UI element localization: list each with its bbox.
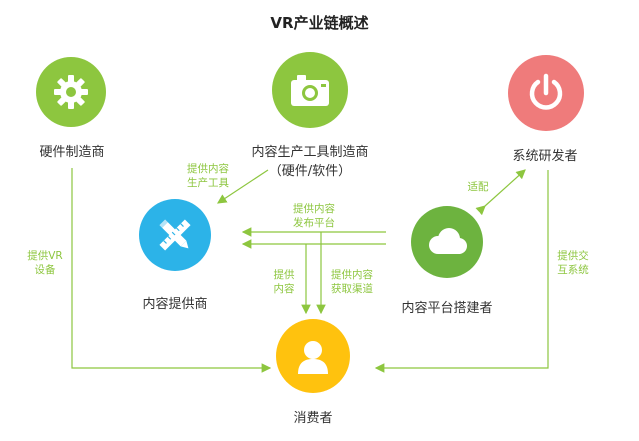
- edge-label-tools-provider-2: 生产工具: [187, 177, 229, 189]
- system-node: [508, 55, 584, 131]
- edge-label-hardware-consumer-1: 提供VR: [27, 250, 63, 262]
- edge-label-system-consumer-1: 提供交: [557, 250, 589, 262]
- platform-node: [411, 206, 483, 278]
- edge-tools-provider: [216, 169, 269, 204]
- gear-icon: [54, 75, 88, 109]
- cloud-icon: [429, 228, 467, 254]
- edge-label-hardware-consumer-2: 设备: [34, 264, 56, 276]
- edge-label-platform-consumer-2: 获取渠道: [331, 283, 373, 295]
- user-icon: [298, 341, 328, 374]
- tools-label-line1: 内容生产工具制造商: [251, 145, 369, 160]
- edge-platform-system: [475, 169, 526, 216]
- edge-label-platform-provider-1: 提供内容: [293, 203, 335, 215]
- consumer-node: [276, 319, 350, 393]
- edge-label-system-consumer-2: 互系统: [557, 264, 589, 276]
- hardware-node: [36, 57, 106, 127]
- consumer-label: 消费者: [293, 411, 333, 426]
- provider-node: [139, 199, 211, 271]
- tools-node: [272, 52, 348, 128]
- edge-label-tools-provider-1: 提供内容: [187, 163, 229, 175]
- provider-label: 内容提供商: [142, 297, 208, 312]
- edge-hardware-consumer: [71, 168, 272, 373]
- edge-label-platform-consumer-1: 提供内容: [331, 269, 373, 281]
- power-icon: [529, 73, 563, 110]
- camera-icon: [291, 75, 329, 106]
- edge-system-consumer: [374, 170, 549, 373]
- edge-label-platform-system: 适配: [467, 181, 489, 193]
- page-title: VR产业链概述: [270, 14, 369, 32]
- tools-label-line2: （硬件/软件）: [268, 164, 352, 179]
- edge-label-provider-consumer-1: 提供: [273, 269, 295, 281]
- edge-label-provider-consumer-2: 内容: [273, 283, 295, 295]
- edge-label-platform-provider-2: 发布平台: [293, 217, 335, 229]
- pencil-ruler-icon: [159, 219, 191, 251]
- system-label: 系统研发者: [512, 149, 578, 164]
- hardware-label: 硬件制造商: [39, 145, 105, 160]
- platform-label: 内容平台搭建者: [401, 301, 493, 316]
